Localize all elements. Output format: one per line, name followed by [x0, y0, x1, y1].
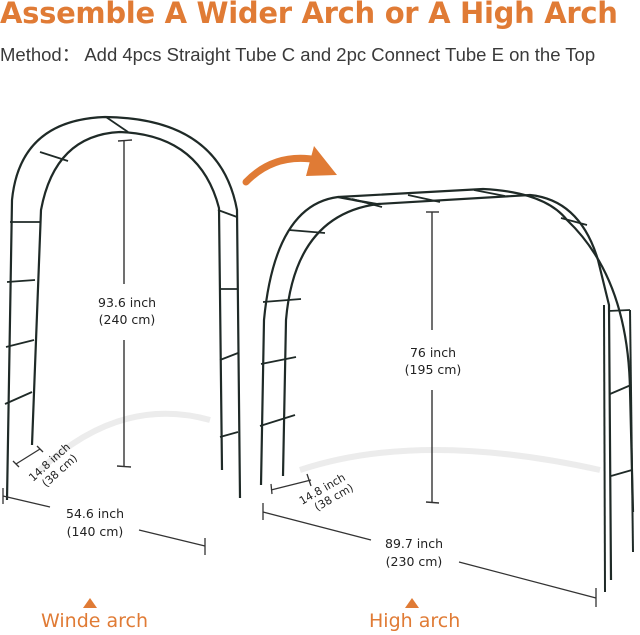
- ground-shadow: [37, 410, 601, 473]
- right-height-dimension: [425, 211, 440, 504]
- right-height-cm: (195 cm): [405, 362, 462, 377]
- right-width-cm: (230 cm): [386, 554, 443, 569]
- right-arch-caption: High arch: [369, 610, 461, 632]
- right-depth-label: 14.8 inch (38 cm): [297, 471, 356, 514]
- left-width-cm: (140 cm): [67, 524, 124, 539]
- right-arch-frame: [259, 187, 635, 593]
- right-width-dimension: [262, 503, 597, 607]
- page-title: Assemble A Wider Arch or A High Arch: [0, 0, 618, 30]
- right-depth-dimension: [270, 473, 312, 495]
- left-arch-caption: Winde arch: [41, 610, 149, 632]
- right-caption-marker-icon: [405, 598, 419, 608]
- right-height-inch: 76 inch: [410, 345, 456, 360]
- left-height-cm: (240 cm): [99, 312, 156, 327]
- left-caption-marker-icon: [83, 598, 97, 608]
- left-height-dimension: [116, 139, 133, 468]
- left-depth-label: 14.8 inch (38 cm): [26, 440, 80, 489]
- left-depth-dimension: [12, 445, 44, 468]
- curved-arrow-icon: [242, 146, 337, 186]
- right-width-inch: 89.7 inch: [385, 536, 443, 551]
- method-subtitle: Method： Add 4pcs Straight Tube C and 2pc…: [0, 44, 596, 65]
- left-height-inch: 93.6 inch: [98, 295, 156, 310]
- left-width-dimension: [2, 488, 206, 555]
- left-arch-frame: [4, 115, 242, 501]
- left-width-inch: 54.6 inch: [66, 506, 124, 521]
